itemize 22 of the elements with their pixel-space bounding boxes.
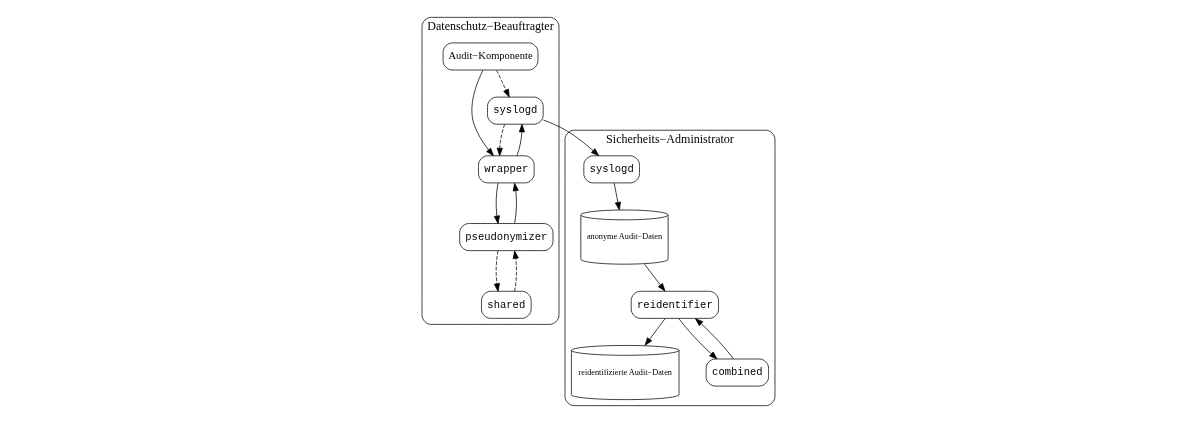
node-box: Audit−Komponente — [442, 42, 539, 71]
node-box: reidentifier — [630, 290, 719, 319]
arrow — [542, 119, 600, 157]
arrow — [516, 124, 525, 157]
arrow — [493, 182, 500, 224]
arrow — [471, 69, 494, 157]
arrow — [512, 250, 519, 292]
arrow — [512, 182, 519, 224]
arrow — [613, 182, 621, 211]
arrow — [644, 318, 666, 346]
arrow — [493, 250, 500, 292]
node-box: pseudonymizer — [459, 223, 554, 251]
arrow — [496, 69, 510, 98]
arrow — [678, 318, 718, 360]
node-box: syslogd — [583, 155, 640, 184]
node-box: shared — [481, 290, 532, 319]
arrow — [496, 124, 505, 157]
node-box: wrapper — [478, 155, 535, 184]
arrow — [644, 263, 666, 292]
arrow — [695, 318, 734, 360]
node-box: syslogd — [487, 96, 544, 125]
node-box: combined — [705, 358, 769, 387]
